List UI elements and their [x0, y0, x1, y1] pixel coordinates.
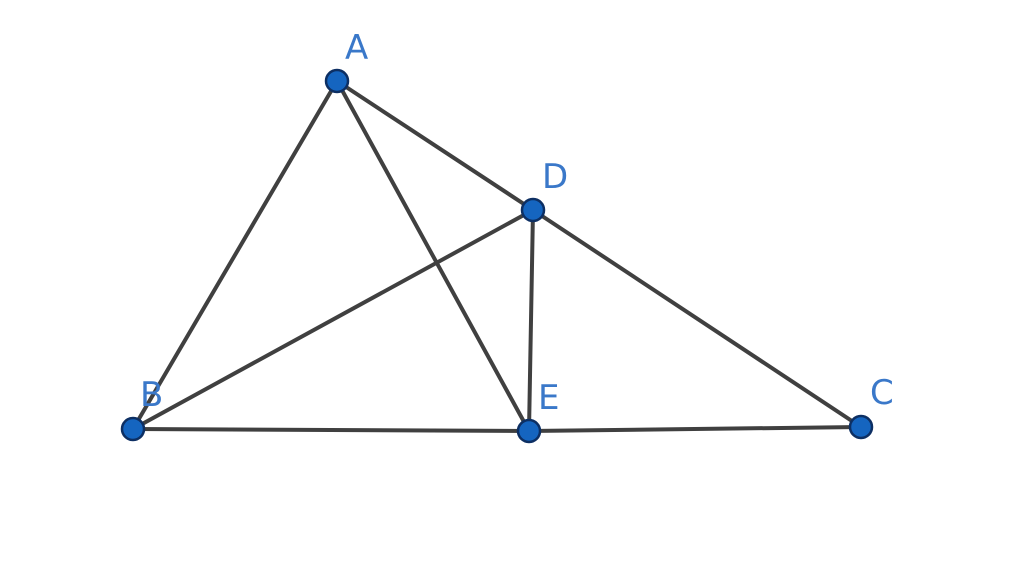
point-label-C: C	[870, 373, 894, 413]
point-label-D: D	[542, 157, 568, 197]
segment-BD	[131, 208, 535, 431]
point-label-E: E	[538, 378, 559, 418]
point-E[interactable]	[516, 418, 542, 444]
point-B[interactable]	[120, 416, 146, 442]
segment-DE	[527, 208, 535, 433]
segment-AD	[335, 79, 535, 212]
point-A[interactable]	[324, 68, 350, 94]
segment-BE	[131, 427, 531, 433]
segment-DC	[531, 208, 863, 429]
segment-EC	[527, 425, 863, 433]
point-C[interactable]	[848, 414, 874, 440]
point-label-A: A	[345, 28, 368, 68]
segment-AB	[131, 79, 339, 431]
segment-AE	[335, 79, 531, 433]
point-label-B: B	[140, 375, 163, 415]
point-D[interactable]	[520, 197, 546, 223]
